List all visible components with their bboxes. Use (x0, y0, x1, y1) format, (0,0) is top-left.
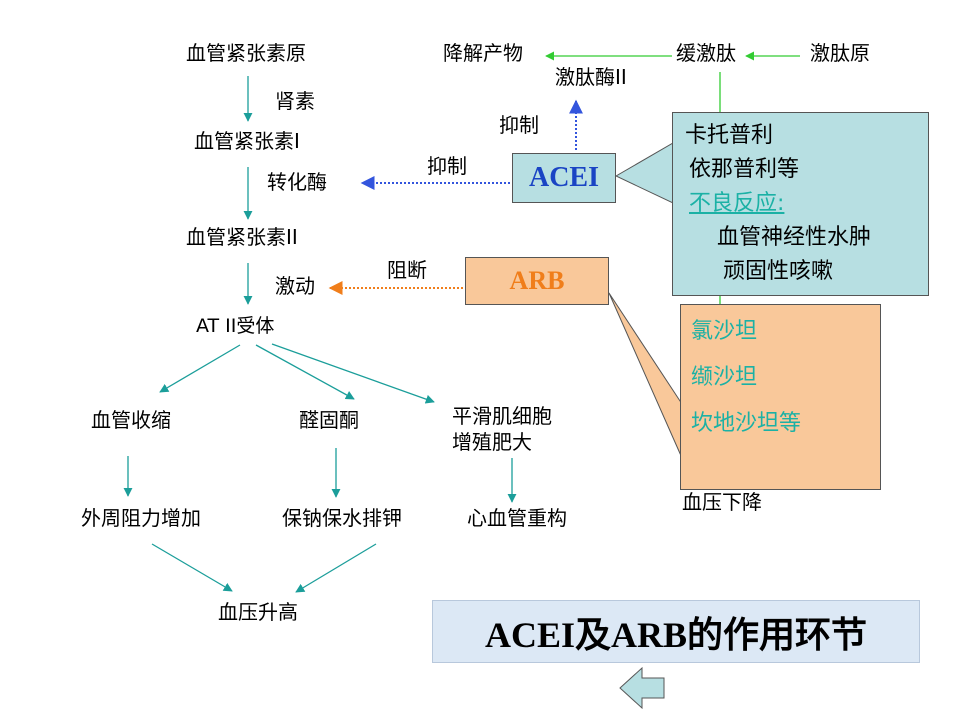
arrow-to-smooth-muscle (271, 343, 435, 404)
converting-enzyme-label: 转化酶 (267, 170, 327, 194)
adverse-reaction-label: 不良反应: (689, 191, 785, 216)
slide-title: ACEI及ARB的作用环节 (484, 614, 868, 655)
kininogen-label: 激肽原 (810, 41, 870, 65)
acei-label: ACEI (528, 162, 599, 193)
renin-label: 肾素 (275, 89, 315, 113)
block-label: 阻断 (387, 258, 427, 282)
arrow-to-aldosterone (255, 344, 355, 400)
arb-drug-candesartan: 坎地沙坦等 (691, 411, 802, 436)
bradykinin-label: 缓激肽 (676, 41, 736, 65)
vasoconstriction-label: 血管收缩 (91, 408, 171, 432)
acei-drug-enalapril: 依那普利等 (689, 157, 800, 182)
bp-drop-label: 血压下降 (682, 490, 762, 514)
arb-callout: 氯沙坦 缬沙坦 坎地沙坦等 (680, 304, 881, 490)
adverse-cough: 顽固性咳嗽 (723, 259, 834, 284)
arb-callout-pointer (608, 292, 683, 459)
angiotensin-1-label: 血管紧张素I (194, 129, 300, 153)
arrow-resistance-to-bp (151, 543, 233, 592)
inhibit-top-label: 抑制 (499, 113, 539, 137)
arb-box: ARB (465, 257, 609, 305)
degradation-label: 降解产物 (443, 41, 523, 65)
bp-rise-label: 血压升高 (218, 600, 298, 624)
acei-box: ACEI (512, 153, 616, 203)
peripheral-resistance-label: 外周阻力增加 (81, 506, 201, 530)
acei-callout-pointer (614, 142, 674, 204)
arrow-sodium-to-bp (295, 543, 377, 593)
smooth-muscle-label-2: 增殖肥大 (452, 430, 532, 454)
arb-label: ARB (509, 266, 565, 295)
angiotensin-2-label: 血管紧张素II (186, 225, 298, 249)
adverse-angioedema: 血管神经性水肿 (717, 225, 872, 250)
aldosterone-label: 醛固酮 (299, 408, 359, 432)
arrow-to-vasoconstriction (159, 344, 241, 393)
kininase-label: 激肽酶II (555, 65, 627, 89)
slide-title-box: ACEI及ARB的作用环节 (432, 600, 920, 663)
inhibit-left-label: 抑制 (427, 154, 467, 178)
back-arrow-icon[interactable] (619, 666, 665, 710)
arb-drug-valsartan: 缬沙坦 (691, 365, 758, 390)
arb-drug-losartan: 氯沙坦 (691, 319, 758, 344)
cardio-remodel-label: 心血管重构 (467, 506, 567, 530)
at2-receptor-label: AT II受体 (196, 315, 275, 337)
acei-drug-captopril: 卡托普利 (685, 123, 774, 148)
sodium-water-label: 保钠保水排钾 (282, 506, 402, 530)
smooth-muscle-label-1: 平滑肌细胞 (452, 404, 552, 428)
activation-label: 激动 (275, 274, 315, 298)
acei-callout: 卡托普利 依那普利等 不良反应: 血管神经性水肿 顽固性咳嗽 (672, 112, 929, 296)
angiotensinogen-label: 血管紧张素原 (186, 41, 306, 65)
